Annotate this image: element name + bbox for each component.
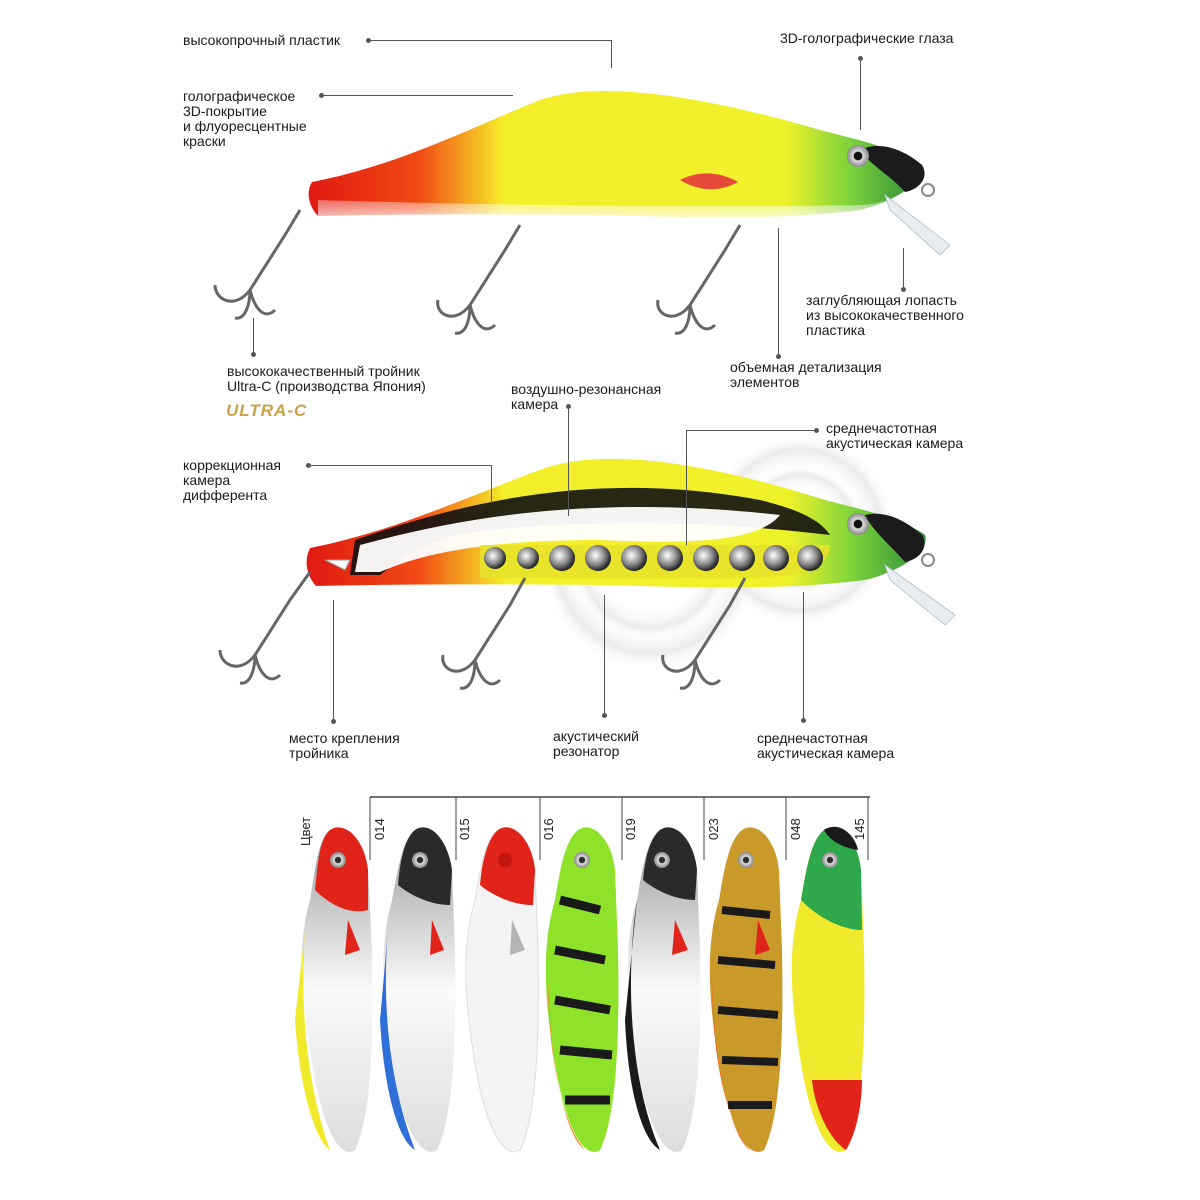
label-lip: заглубляющая лопасть из высококачественн… bbox=[806, 292, 964, 338]
middle-lure bbox=[306, 458, 956, 626]
label-resonator: акустический резонатор bbox=[553, 728, 639, 759]
color-code: 015 bbox=[457, 818, 472, 840]
middle-hooks bbox=[218, 571, 747, 690]
lure-014 bbox=[295, 827, 373, 1152]
fin bbox=[680, 173, 738, 190]
dot bbox=[366, 38, 371, 43]
top-hooks bbox=[213, 209, 742, 335]
label-hook: высококачественный тройник Ultra-C (прои… bbox=[227, 363, 426, 394]
color-lures bbox=[295, 796, 870, 1153]
label-plastic: высокопрочный пластик bbox=[183, 32, 341, 48]
lip bbox=[884, 193, 951, 256]
label-holo-coating: голографическое 3D-покрытие и флуоресцен… bbox=[183, 88, 307, 149]
lure-023 bbox=[625, 827, 701, 1152]
lure-body bbox=[308, 91, 921, 218]
label-mid-chamber-top: среднечастотная акустическая камера bbox=[826, 420, 964, 451]
color-code: 145 bbox=[852, 818, 867, 840]
color-code: 014 bbox=[372, 818, 387, 840]
lure-019 bbox=[545, 827, 619, 1152]
label-detail: объемная детализация элементов bbox=[730, 359, 882, 390]
color-code: 016 bbox=[541, 818, 556, 840]
label-mid-chamber-bottom: среднечастотная акустическая камера bbox=[757, 730, 895, 761]
lure-015 bbox=[380, 827, 456, 1152]
label-hook-mount: место крепления тройника bbox=[289, 730, 400, 761]
label-air-chamber: воздушно-резонансная камера bbox=[511, 381, 662, 412]
lure-head-tip bbox=[860, 145, 925, 192]
color-code: 023 bbox=[706, 818, 721, 840]
color-code: 019 bbox=[623, 818, 638, 840]
resonator-holes bbox=[484, 545, 823, 571]
lure-016 bbox=[465, 827, 539, 1153]
lure-145 bbox=[791, 826, 865, 1152]
color-code: 048 bbox=[788, 818, 803, 840]
label-eyes: 3D-голографические глаза bbox=[780, 30, 954, 46]
top-lure bbox=[308, 91, 951, 256]
label-trim-chamber: коррекционная камера дифферента bbox=[183, 457, 282, 503]
ultra-c-logo: ULTRA-C bbox=[226, 401, 308, 420]
lure-048 bbox=[709, 827, 783, 1152]
colors-header: Цвет bbox=[298, 816, 313, 846]
